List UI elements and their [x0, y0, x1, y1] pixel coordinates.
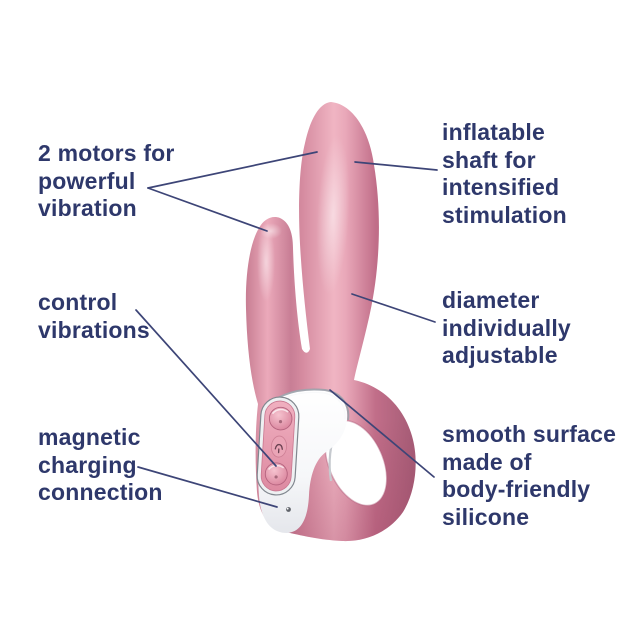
leader-control — [135, 309, 277, 467]
leader-lines — [135, 151, 438, 508]
magnetic-contact-glint — [286, 507, 289, 510]
callout-smooth-line-1: smooth surface — [442, 421, 617, 447]
callout-motors-line-3: vibration — [38, 195, 137, 221]
control-panel — [256, 396, 300, 496]
callout-magnetic: magnetic charging connection — [38, 424, 163, 507]
magnetic-contact-dot — [286, 507, 291, 512]
callout-smooth: smooth surface made of body-friendly sil… — [442, 421, 616, 531]
callout-magnetic-line-1: magnetic — [38, 424, 141, 450]
callout-diameter-line-3: adjustable — [442, 342, 558, 368]
callout-motors-line-2: powerful — [38, 167, 136, 194]
callout-motors-line-1: 2 motors for — [38, 140, 175, 166]
callout-diameter: diameter individually adjustable — [442, 287, 571, 370]
callout-control-line-1: control — [38, 289, 118, 315]
leader-magnetic — [137, 466, 278, 508]
leader-inflatable — [354, 161, 438, 171]
callout-motors: 2 motors for powerful vibration — [38, 140, 175, 223]
arm-highlight — [257, 222, 275, 302]
callout-inflatable-line-2: shaft for — [442, 146, 536, 173]
callout-smooth-line-4: silicone — [442, 503, 530, 530]
lower-round-button[interactable] — [264, 462, 288, 486]
upper-button-highlight — [271, 408, 289, 415]
leader-smooth — [329, 389, 435, 478]
callout-diameter-line-1: diameter — [442, 287, 540, 313]
mode-button-icon — [274, 443, 283, 454]
leader-motors-lower — [147, 187, 268, 232]
lower-button-mark — [274, 475, 278, 479]
shaft-highlight — [316, 135, 350, 295]
callout-control-line-2: vibrations — [38, 316, 150, 343]
callout-smooth-line-2: made of — [442, 448, 532, 475]
arm-tip-highlight — [260, 223, 282, 239]
upper-round-button[interactable] — [268, 406, 293, 431]
callout-magnetic-line-3: connection — [38, 479, 163, 505]
small-mode-button[interactable] — [270, 435, 287, 458]
callout-control: control vibrations — [38, 289, 150, 344]
upper-button-mark — [278, 420, 283, 424]
callout-smooth-line-3: body-friendly — [442, 476, 591, 502]
leader-diameter — [351, 293, 436, 323]
callout-diameter-line-2: individually — [442, 314, 571, 341]
callout-inflatable-line-3: intensified — [442, 174, 560, 200]
callout-inflatable-line-1: inflatable — [442, 119, 545, 145]
callout-inflatable-line-4: stimulation — [442, 201, 567, 228]
callout-inflatable: inflatable shaft for intensified stimula… — [442, 119, 567, 229]
leader-motors-upper — [147, 151, 318, 189]
callout-magnetic-line-2: charging — [38, 451, 137, 478]
